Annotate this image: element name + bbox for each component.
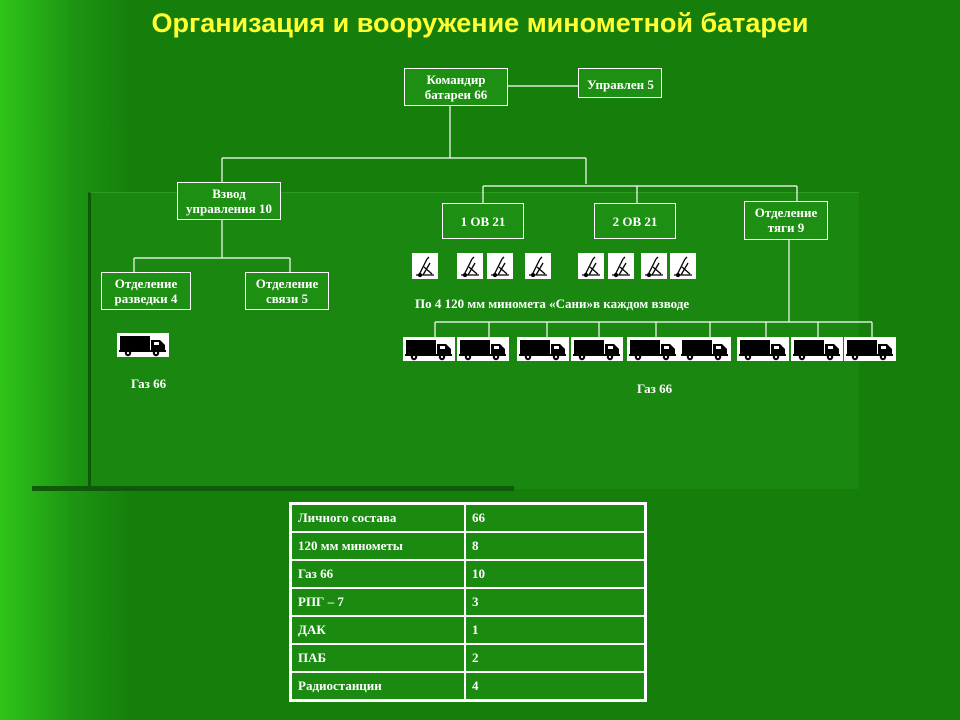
box-traction: Отделение тяги 9 xyxy=(744,201,828,240)
box-ov1: 1 ОВ 21 xyxy=(442,203,524,239)
table-cell-label: Газ 66 xyxy=(291,560,465,588)
mortar-icon xyxy=(487,253,513,279)
truck-icon xyxy=(844,337,896,361)
truck-icon xyxy=(457,337,509,361)
box-control-platoon: Взвод управления 10 xyxy=(177,182,281,220)
box-recon: Отделение разведки 4 xyxy=(101,272,191,310)
mortar-icon xyxy=(412,253,438,279)
truck-icon xyxy=(737,337,789,361)
truck-icon xyxy=(791,337,843,361)
background-shadow xyxy=(32,486,514,491)
mortar-icon xyxy=(608,253,634,279)
table-cell-label: ДАК xyxy=(291,616,465,644)
box-signal: Отделение связи 5 xyxy=(245,272,329,310)
table-cell-value: 4 xyxy=(465,672,645,700)
truck-icon xyxy=(627,337,679,361)
table-cell-value: 3 xyxy=(465,588,645,616)
mortar-icon xyxy=(457,253,483,279)
table-cell-value: 10 xyxy=(465,560,645,588)
table-cell-label: 120 мм минометы xyxy=(291,532,465,560)
truck-icon xyxy=(117,333,169,357)
table-cell-value: 2 xyxy=(465,644,645,672)
table-cell-value: 8 xyxy=(465,532,645,560)
table-cell-label: Радиостанции xyxy=(291,672,465,700)
mortar-icon xyxy=(578,253,604,279)
table-cell-label: ПАБ xyxy=(291,644,465,672)
truck-icon xyxy=(571,337,623,361)
box-control: Управлен 5 xyxy=(578,68,662,98)
mortar-caption: По 4 120 мм минометa «Сани»в каждом взво… xyxy=(415,296,690,311)
mortar-icon xyxy=(670,253,696,279)
vehicle-caption-right: Газ 66 xyxy=(637,381,673,396)
mortar-icon xyxy=(525,253,551,279)
mortar-icon xyxy=(641,253,667,279)
truck-icon xyxy=(679,337,731,361)
box-commander: Командир батареи 66 xyxy=(404,68,508,106)
table-cell-label: Личного состава xyxy=(291,504,465,532)
vehicle-caption-left: Газ 66 xyxy=(131,376,167,391)
truck-icon xyxy=(517,337,569,361)
page-title: Организация и вооружение минометной бата… xyxy=(151,8,809,38)
box-ov2: 2 ОВ 21 xyxy=(594,203,676,239)
truck-icon xyxy=(403,337,455,361)
table-cell-value: 1 xyxy=(465,616,645,644)
table-cell-value: 66 xyxy=(465,504,645,532)
table-cell-label: РПГ – 7 xyxy=(291,588,465,616)
